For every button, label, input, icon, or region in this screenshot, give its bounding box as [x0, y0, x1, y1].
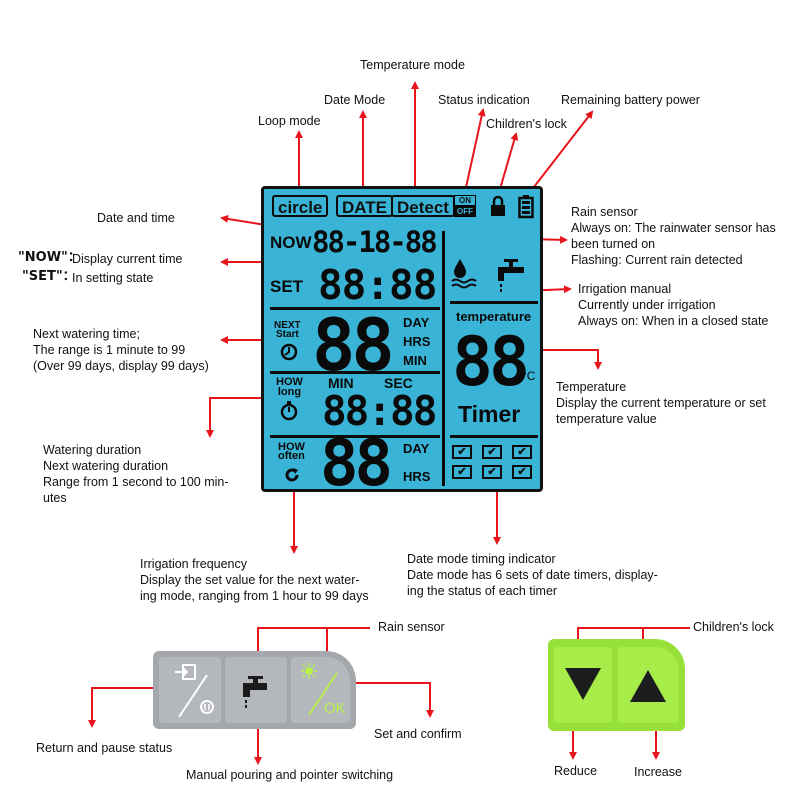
set-confirm-annotation: Set and confirm — [374, 727, 462, 741]
set-confirm-button[interactable]: OK — [291, 657, 350, 723]
next-day-unit: DAY — [403, 315, 430, 330]
temperature-digits: 88 — [452, 323, 530, 402]
rain-sensor-icon — [451, 259, 477, 289]
triangle-down-icon — [565, 668, 601, 700]
temperature-label: temperature — [456, 309, 532, 324]
next-start-label: NEXT Start — [274, 320, 301, 340]
next-watering-annotation: Next watering time; The range is 1 minut… — [33, 327, 209, 373]
next-min-unit: MIN — [403, 353, 427, 368]
return-icon — [175, 664, 214, 718]
detect-mode-label: Detect — [391, 195, 455, 217]
rain-sensor-annotation: Rain sensor Always on: The rainwater sen… — [571, 205, 776, 267]
reduce-annotation: Reduce — [554, 764, 598, 778]
how-often-digits: 88 — [320, 427, 393, 501]
circle-mode-label: circle — [272, 195, 329, 217]
childrens-lock-annotation: Children's lock — [486, 117, 567, 131]
timer-check-1: ✔ — [452, 445, 472, 459]
faucet-icon — [243, 676, 267, 708]
right-keypad — [548, 639, 685, 731]
manual-pouring-annotation: Manual pouring and pointer switching — [186, 768, 394, 782]
date-mode-label: DATE — [336, 195, 394, 217]
stopwatch-icon — [280, 401, 298, 421]
lcd-divider-vertical — [442, 231, 445, 486]
sun-icon — [301, 663, 338, 716]
childrens-lock-key-annotation: Children's lock — [693, 620, 774, 634]
often-hrs-unit: HRS — [403, 469, 431, 484]
return-pause-annotation: Return and pause status — [36, 741, 173, 755]
lcd-divider — [450, 301, 538, 304]
battery-icon — [518, 195, 534, 219]
time-digits: 88:88 — [318, 261, 437, 309]
irrigation-frequency-annotation: Irrigation frequency Display the set val… — [140, 557, 369, 603]
celsius-unit: °C — [522, 369, 536, 383]
triangle-up-icon — [630, 670, 666, 702]
set-label: SET — [270, 277, 304, 296]
increase-annotation: Increase — [634, 765, 682, 779]
reduce-button[interactable] — [554, 647, 612, 723]
irrigation-manual-annotation: Irrigation manual Currently under irriga… — [578, 282, 769, 328]
often-day-unit: DAY — [403, 441, 430, 456]
set-desc-annotation: In setting state — [72, 271, 154, 285]
set-key-annotation: "SET"： — [22, 269, 76, 284]
now-desc-annotation: Display current time — [72, 252, 183, 266]
how-often-label: HOW often — [278, 441, 305, 462]
rain-sensor-key-annotation: Rain sensor — [378, 620, 445, 634]
lcd-divider — [270, 307, 440, 310]
battery-annotation: Remaining battery power — [561, 93, 700, 107]
next-hrs-unit: HRS — [403, 334, 431, 349]
temperature-annotation: Temperature Display the current temperat… — [556, 380, 766, 426]
date-and-time-annotation: Date and time — [97, 211, 175, 225]
status-indication-annotation: Status indication — [438, 93, 530, 107]
sec-label: SEC — [384, 375, 413, 391]
timer-check-3: ✔ — [512, 445, 532, 459]
date-mode-timing-annotation: Date mode timing indicator Date mode has… — [407, 552, 658, 598]
date-mode-annotation: Date Mode — [324, 93, 386, 107]
now-key-annotation: "NOW"： — [18, 250, 81, 265]
increase-button[interactable] — [618, 647, 679, 723]
timer-check-6: ✔ — [512, 465, 532, 479]
watering-duration-annotation: Watering duration Next watering duration… — [43, 443, 229, 505]
clock-icon — [280, 343, 298, 361]
how-long-label: HOW long — [276, 376, 303, 398]
timer-check-2: ✔ — [482, 445, 502, 459]
manual-pouring-button[interactable] — [225, 657, 287, 723]
left-keypad: OK — [153, 651, 356, 729]
timer-check-4: ✔ — [452, 465, 472, 479]
on-off-indicator: ON OFF — [454, 195, 476, 217]
lcd-divider — [270, 435, 440, 438]
now-label: NOW — [270, 233, 312, 252]
temperature-mode-annotation: Temperature mode — [360, 58, 465, 72]
timer-label: Timer — [458, 401, 521, 427]
min-label: MIN — [328, 375, 354, 391]
lcd-divider — [270, 371, 440, 374]
faucet-icon — [498, 259, 524, 292]
lcd-divider — [450, 435, 538, 438]
lcd-screen: circle DATE Detect ON OFF NOW 88-18-88 S… — [261, 186, 543, 501]
return-pause-button[interactable] — [159, 657, 221, 723]
timer-check-5: ✔ — [482, 465, 502, 479]
repeat-icon — [285, 468, 299, 482]
date-digits: 88-18-88 — [312, 225, 438, 259]
how-long-digits: 88:88 — [322, 387, 437, 435]
lock-icon — [491, 195, 505, 216]
ok-label: OK — [324, 700, 346, 717]
loop-mode-annotation: Loop mode — [258, 114, 321, 128]
